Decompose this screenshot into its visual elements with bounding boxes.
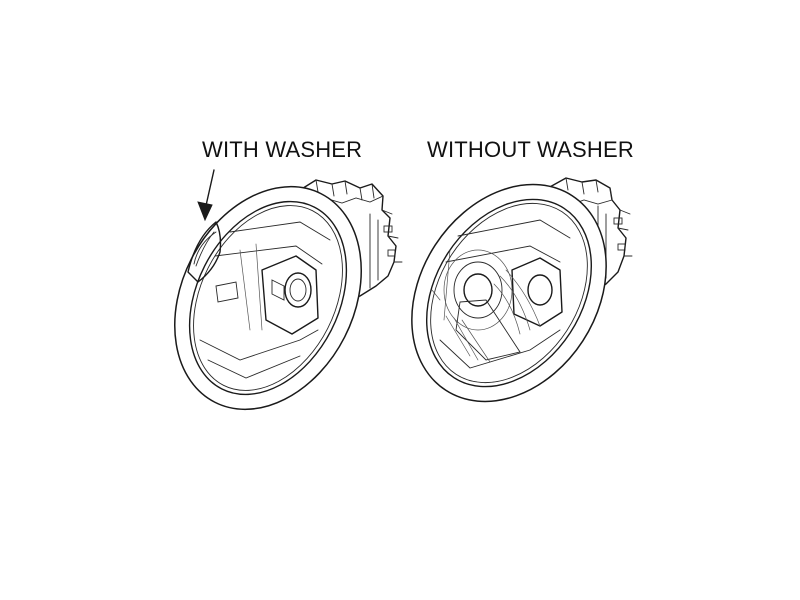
arrow-down-icon [197, 169, 215, 222]
with-washer-label: WITH WASHER [202, 137, 363, 162]
left-rear-housing [299, 179, 403, 303]
left-reflector [193, 221, 331, 379]
right-bezel-ring [411, 183, 607, 403]
headlamp-with-washer-icon [174, 179, 403, 411]
left-bezel-ring [174, 185, 362, 411]
without-washer-label: WITHOUT WASHER [427, 137, 634, 162]
right-reflector [431, 219, 571, 369]
headlamp-without-washer-icon [411, 177, 633, 403]
washer-nozzle [187, 221, 222, 283]
